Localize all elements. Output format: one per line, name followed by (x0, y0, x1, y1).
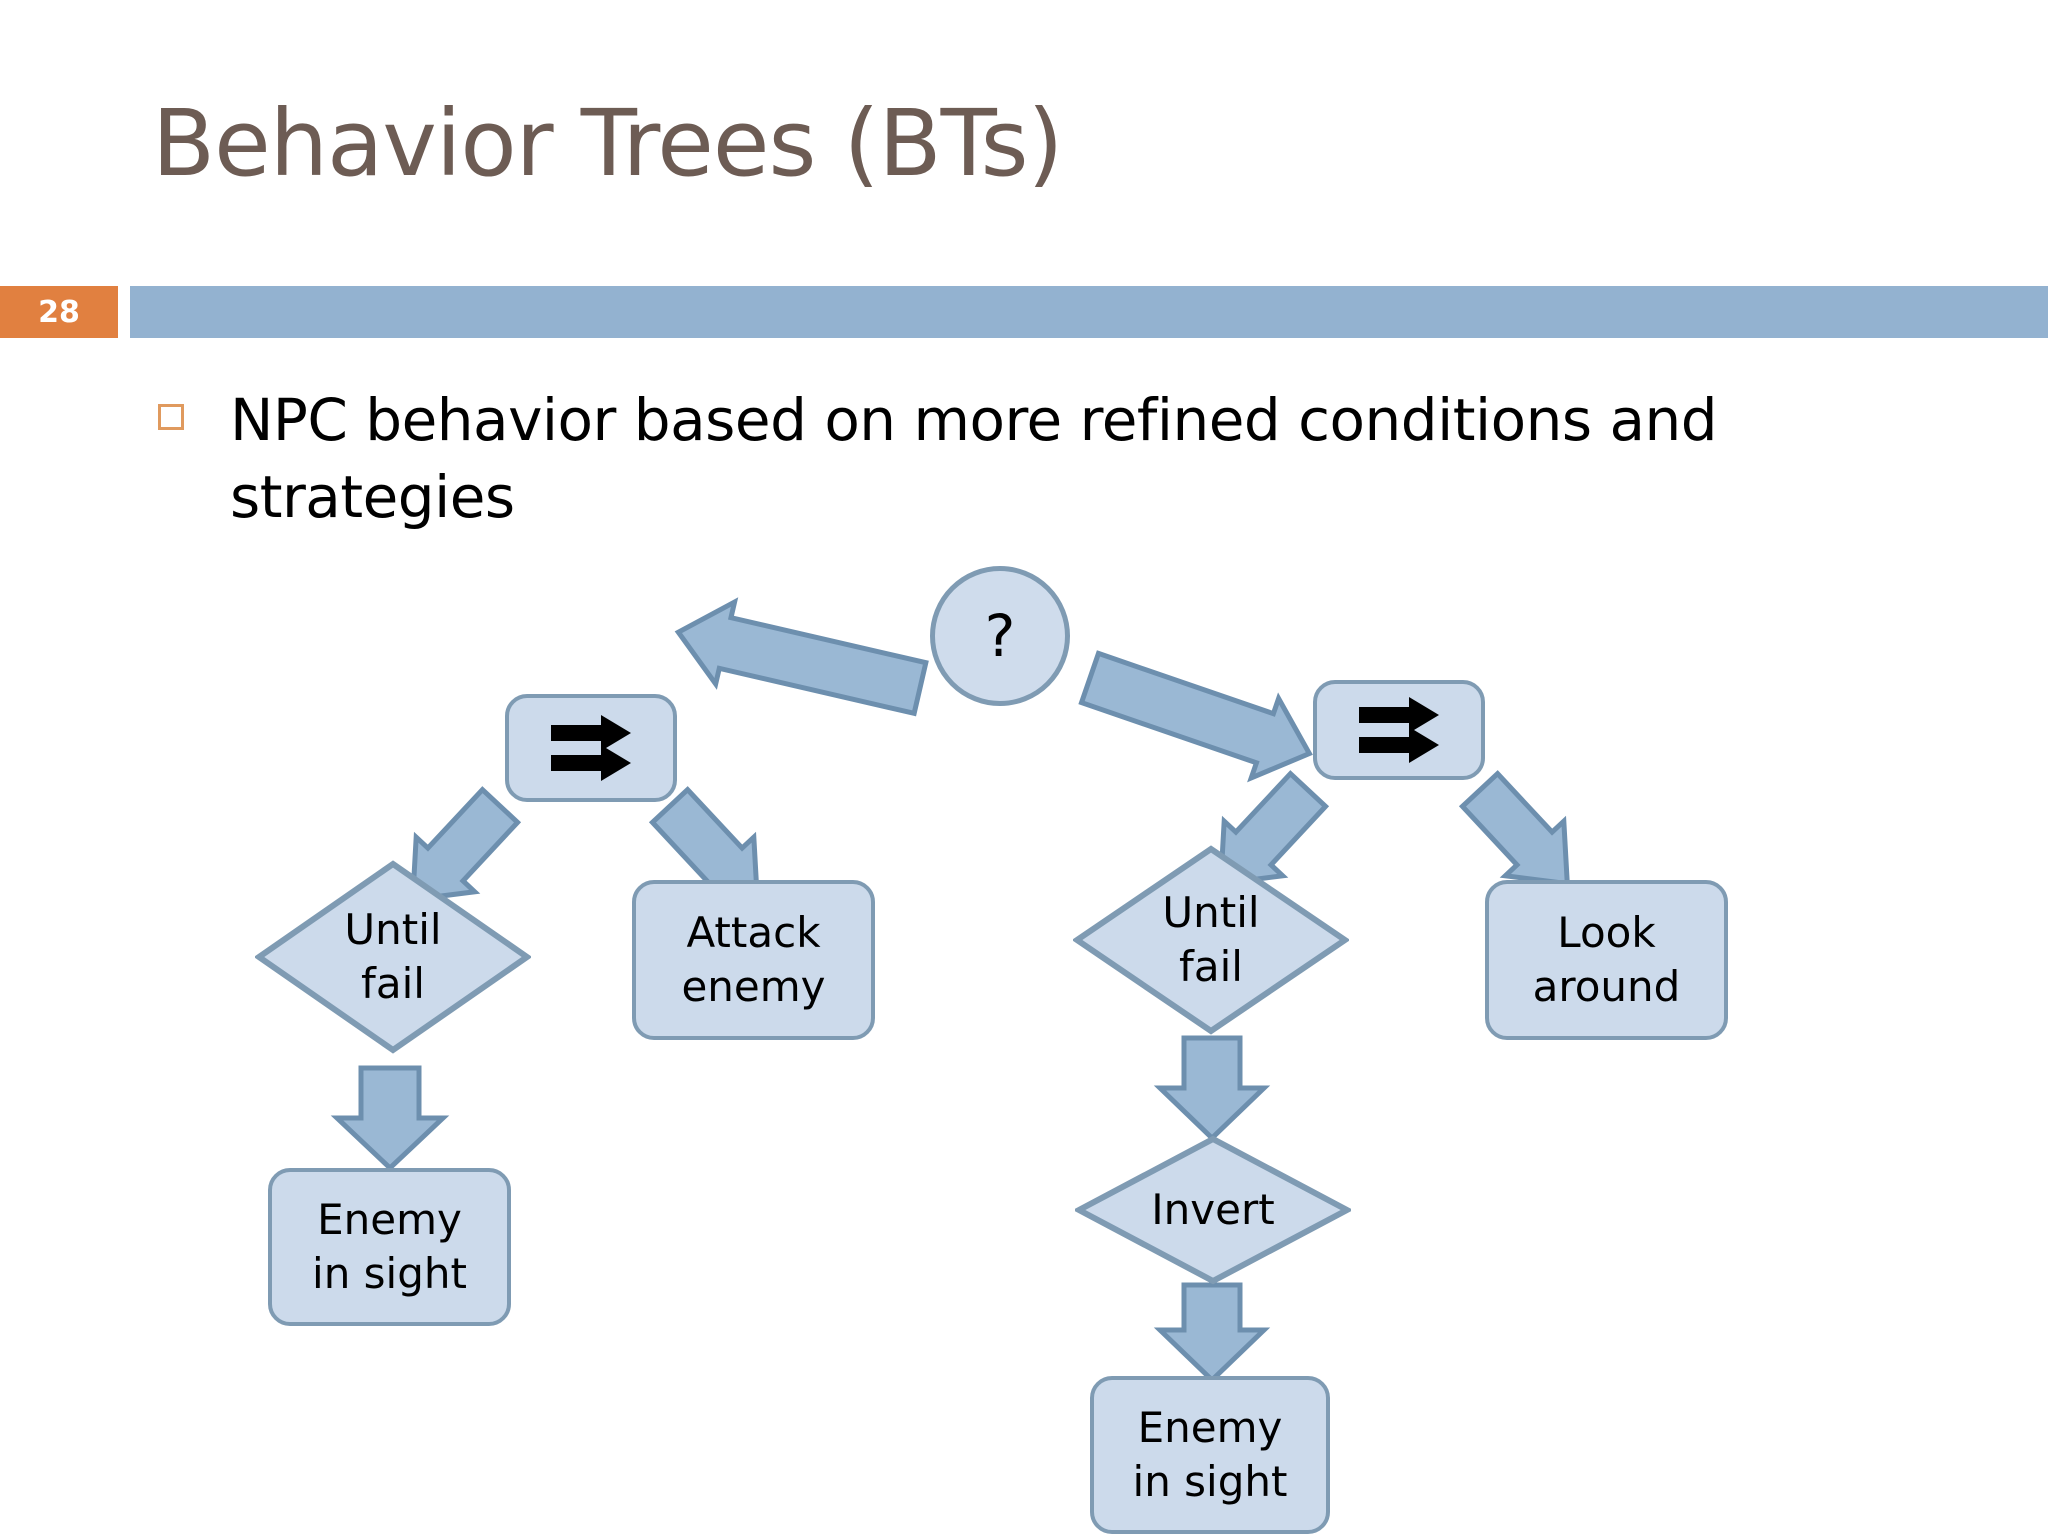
node-label-line2: in sight (1132, 1457, 1288, 1506)
node-label-line1: Until (344, 905, 442, 955)
node-label-line2: fail (361, 959, 425, 1008)
edge-until-fail-to-invert (1153, 1035, 1271, 1142)
node-label-line1: Until (1162, 888, 1260, 938)
bullet-item-text: NPC behavior based on more refined condi… (230, 386, 1718, 531)
node-label-line2: around (1532, 962, 1681, 1011)
node-label-line1: Attack (686, 908, 821, 958)
double-right-arrow-icon (551, 715, 631, 781)
node-until-fail-right[interactable]: Until fail (1073, 845, 1349, 1035)
node-label: Until fail (255, 860, 531, 1054)
node-label-line1: Look (1557, 908, 1656, 958)
diamond-shape (1075, 1135, 1351, 1285)
node-label-line1: Invert (1151, 1185, 1275, 1235)
header-accent-bar (130, 286, 2048, 338)
node-attack-enemy[interactable]: Attack enemy (632, 880, 875, 1040)
square-bullet-icon (158, 404, 184, 430)
edge-root-to-right-sequence (1078, 650, 1313, 783)
node-label: Until fail (1073, 845, 1349, 1035)
page-title: Behavior Trees (BTs) (152, 90, 1063, 197)
node-root-selector[interactable]: ? (930, 566, 1070, 706)
node-label-line1: Enemy (317, 1195, 462, 1245)
edge-invert-to-enemy-sight-right (1153, 1282, 1271, 1384)
edge-until-fail-to-enemy-sight-left (330, 1065, 450, 1172)
diamond-shape (255, 860, 531, 1054)
node-look-around[interactable]: Look around (1485, 880, 1728, 1040)
edge-root-to-left-sequence (674, 597, 929, 717)
node-sequence-left[interactable] (505, 694, 677, 802)
page-number-badge: 28 (0, 286, 118, 338)
double-right-arrow-icon (1359, 697, 1439, 763)
diamond-shape (1073, 845, 1349, 1035)
node-invert[interactable]: Invert (1075, 1135, 1351, 1285)
node-until-fail-left[interactable]: Until fail (255, 860, 531, 1054)
node-label-line2: in sight (312, 1249, 467, 1298)
node-sequence-right[interactable] (1313, 680, 1485, 780)
node-label-line2: fail (1179, 942, 1243, 991)
node-label: Invert (1075, 1135, 1351, 1285)
node-label-line1: Enemy (1137, 1403, 1283, 1453)
node-label-line2: enemy (681, 962, 826, 1011)
node-enemy-in-sight-right[interactable]: Enemy in sight (1090, 1376, 1330, 1534)
node-enemy-in-sight-left[interactable]: Enemy in sight (268, 1168, 511, 1326)
